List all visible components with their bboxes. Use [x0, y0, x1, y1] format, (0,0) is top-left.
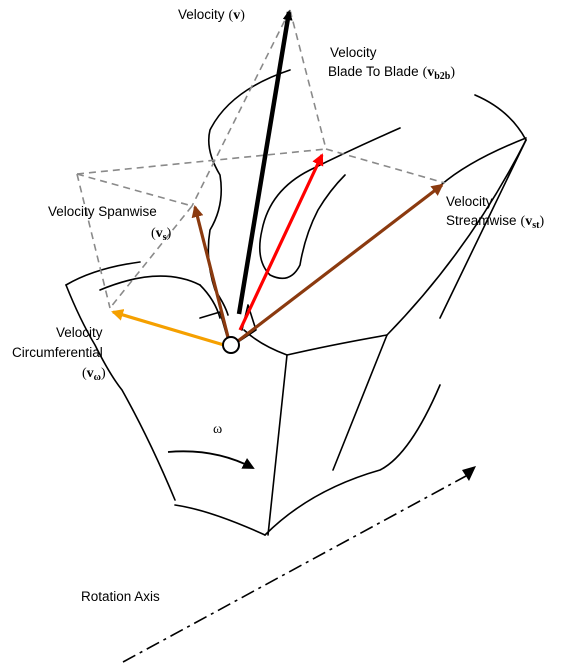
dash-spanwise-proj	[109, 205, 193, 309]
blade-to-blade-line2: Blade To Blade	[328, 64, 419, 79]
back-vertical-edge	[439, 139, 527, 319]
svg-text:(vs): (vs)	[151, 226, 172, 243]
blade-to-blade-label: Velocity Blade To Blade(vb2b)	[328, 45, 455, 82]
circumferential-line2: Circumferential	[12, 345, 103, 360]
streamwise-symbol: v	[525, 214, 532, 229]
blade-passage-geometry	[65, 69, 527, 536]
omega-label: ω	[213, 422, 222, 437]
left-top-rim	[65, 261, 141, 286]
circumferential-symbol: v	[87, 366, 94, 381]
svg-text:Streamwise(vst): Streamwise(vst)	[446, 213, 544, 231]
rotation-axis-arrowhead	[462, 466, 476, 481]
construction-lines	[76, 9, 446, 309]
velocity-label: Velocity(v)	[178, 7, 245, 23]
streamwise-line1: Velocity	[446, 194, 493, 209]
front-vertical-edge	[267, 354, 288, 536]
dash-left-diag	[76, 173, 193, 207]
rotation-indicator: ω	[167, 422, 255, 469]
blade-to-blade-subscript: b2b	[434, 71, 451, 82]
hub-right-curve	[264, 384, 441, 536]
omega-arrow	[167, 450, 255, 469]
blade-to-blade-symbol: v	[427, 65, 434, 80]
rotation-axis: Rotation Axis	[81, 466, 476, 663]
svg-text:(vω): (vω)	[82, 366, 106, 383]
circumferential-line1: Velocity	[56, 325, 103, 340]
spanwise-symbol: v	[156, 226, 163, 241]
velocity-label-text: Velocity	[178, 7, 225, 22]
rotation-axis-label: Rotation Axis	[81, 589, 160, 604]
streamwise-label: Velocity Streamwise(vst)	[446, 194, 544, 231]
circumferential-subscript: ω	[94, 372, 101, 383]
velocity-arrow	[236, 10, 293, 315]
circumferential-arrow	[111, 309, 225, 347]
rotation-axis-line	[122, 475, 467, 663]
spanwise-line1: Velocity Spanwise	[48, 204, 157, 219]
top-right-face	[386, 139, 527, 336]
circumferential-label: Velocity Circumferential (vω)	[12, 325, 106, 383]
passage-floor	[243, 329, 388, 356]
blade-to-blade-line1: Velocity	[330, 45, 377, 60]
svg-text:Velocity(v): Velocity(v)	[178, 7, 245, 23]
origin-point	[222, 336, 240, 354]
shroud-upper	[440, 137, 527, 186]
dash-top-left	[191, 9, 291, 207]
dash-upper-left	[76, 148, 327, 175]
spanwise-subscript: s	[163, 232, 167, 243]
dash-right-end	[325, 148, 446, 184]
shroud-rim	[474, 94, 527, 141]
left-inner-rim	[99, 275, 201, 291]
spanwise-arrow	[191, 205, 230, 338]
dash-top-right	[289, 9, 327, 150]
streamwise-arrow	[237, 183, 444, 343]
hub-bottom-curve	[174, 504, 266, 536]
passage-left-edge	[65, 284, 176, 501]
leading-edge-left	[199, 284, 221, 319]
velocity-vectors	[111, 10, 444, 354]
streamwise-subscript: st	[532, 220, 540, 231]
streamwise-line2: Streamwise	[446, 213, 517, 228]
right-vertical-edge	[332, 334, 388, 471]
svg-text:Blade To Blade(vb2b): Blade To Blade(vb2b)	[328, 64, 455, 82]
spanwise-label: Velocity Spanwise (vs)	[48, 204, 172, 243]
blade-to-blade-arrow	[238, 153, 324, 331]
velocity-symbol: v	[233, 8, 240, 23]
